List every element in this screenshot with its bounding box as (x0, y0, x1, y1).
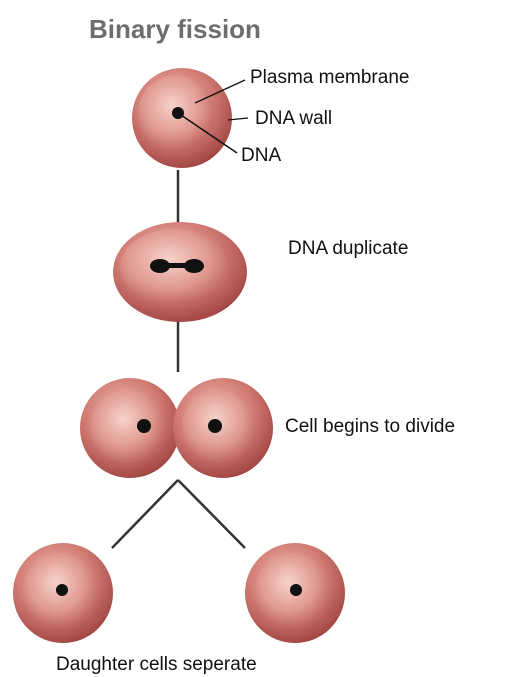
cell-stage-3 (80, 378, 273, 478)
label-dna-wall: DNA wall (255, 109, 332, 128)
label-daughter-cells-seperate: Daughter cells seperate (56, 655, 257, 674)
label-plasma-membrane: Plasma membrane (250, 68, 409, 87)
cell-stage-1 (132, 68, 248, 168)
daughter-cell-left (13, 543, 113, 643)
label-cell-begins-to-divide: Cell begins to divide (285, 417, 455, 436)
dna-nucleus (56, 584, 68, 596)
daughter-cell-right (245, 543, 345, 643)
dna-nucleus-right (208, 419, 222, 433)
label-dna-duplicate: DNA duplicate (288, 239, 408, 258)
dna-nucleus (290, 584, 302, 596)
diagram-title: Binary fission (89, 16, 261, 42)
label-dna: DNA (241, 146, 281, 165)
connector-line-right (178, 480, 245, 548)
connector-line-left (112, 480, 178, 548)
dna-nucleus-left (137, 419, 151, 433)
cell-stage-2 (113, 222, 247, 322)
